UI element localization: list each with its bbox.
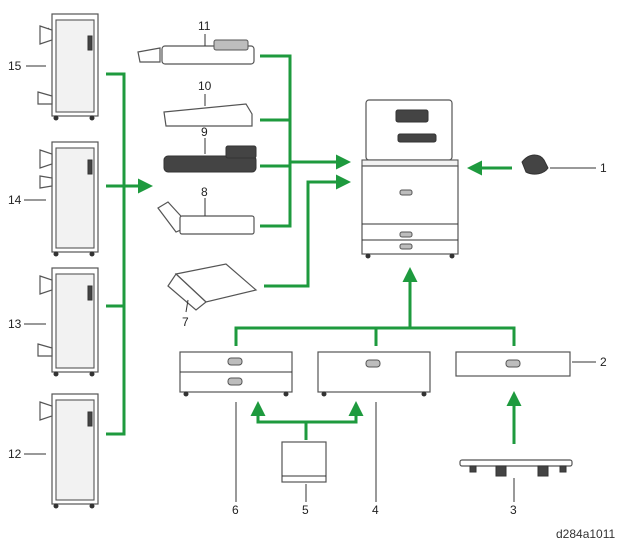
finisher-14 (39, 141, 99, 257)
callout-2: 2 (600, 355, 607, 369)
cabinet-5 (281, 441, 327, 483)
adf-8 (157, 198, 255, 235)
callout-11: 11 (198, 19, 211, 33)
adf-bracket (260, 54, 351, 228)
callout-14: 14 (8, 193, 22, 207)
caster-table-3 (459, 459, 573, 477)
callout-4: 4 (372, 503, 379, 517)
paper-feed-unit-2 (455, 351, 571, 377)
adf-9 (163, 138, 257, 173)
callout-13: 13 (8, 317, 22, 331)
callout-1: 1 (600, 161, 607, 175)
callout-7: 7 (182, 315, 189, 329)
tray7-arrow (264, 174, 351, 288)
callout-6: 6 (232, 503, 239, 517)
cabinet-arrows (250, 401, 364, 440)
finisher-bracket (106, 72, 153, 436)
callout-8: 8 (201, 185, 208, 199)
callout-12: 12 (8, 447, 22, 461)
adf-11 (137, 34, 255, 65)
option-1 (521, 154, 549, 175)
internal-tray-7 (167, 263, 258, 313)
finisher-12 (39, 393, 99, 509)
callout-5: 5 (302, 503, 309, 517)
callout-15: 15 (8, 59, 22, 73)
paper-feed-unit-4 (317, 351, 431, 397)
callout-10: 10 (198, 79, 212, 93)
paper-feed-unit-6 (179, 351, 293, 397)
callout-9: 9 (201, 125, 208, 139)
callout-3: 3 (510, 503, 517, 517)
main-machine (361, 99, 459, 259)
finisher-15 (37, 13, 99, 121)
feed-unit-bracket (234, 267, 516, 346)
figure-code: d284a1011 (556, 527, 616, 541)
adf-10 (163, 94, 253, 127)
finisher-13 (37, 267, 99, 377)
